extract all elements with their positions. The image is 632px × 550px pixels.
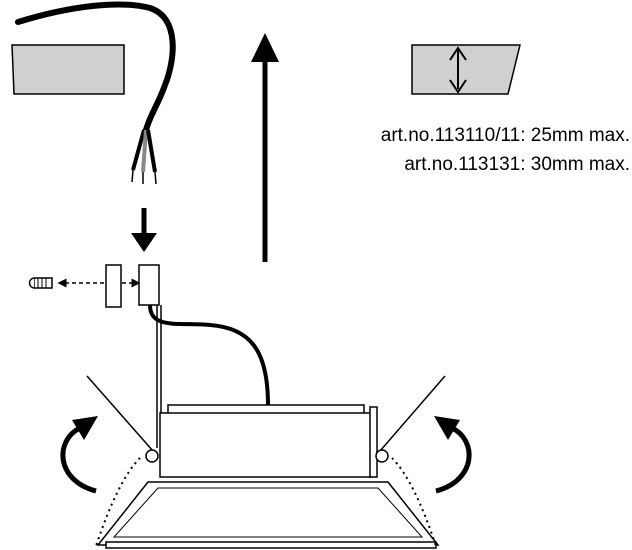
connect-down-arrow-icon [131, 208, 157, 252]
spec-text-line-1: art.no.113110/11: 25mm max. [380, 125, 630, 146]
ceiling-section-right [411, 44, 521, 95]
terminal-cover-plate [105, 264, 122, 308]
terminal-block [138, 264, 160, 306]
spring-clip-left [86, 375, 159, 547]
screw-icon [28, 277, 53, 289]
spring-clip-right [375, 375, 446, 547]
spec-text-line-2: art.no.113131: 30mm max. [404, 154, 630, 175]
ceiling-section-left [11, 44, 125, 95]
internal-cable [148, 304, 270, 406]
curved-arrow-icon-right [434, 416, 472, 494]
thickness-double-arrow-icon [449, 46, 467, 94]
cable-icon [15, 1, 176, 185]
insert-up-arrow-icon [251, 33, 279, 262]
downlight-housing [96, 404, 440, 549]
curved-arrow-icon [60, 416, 98, 494]
